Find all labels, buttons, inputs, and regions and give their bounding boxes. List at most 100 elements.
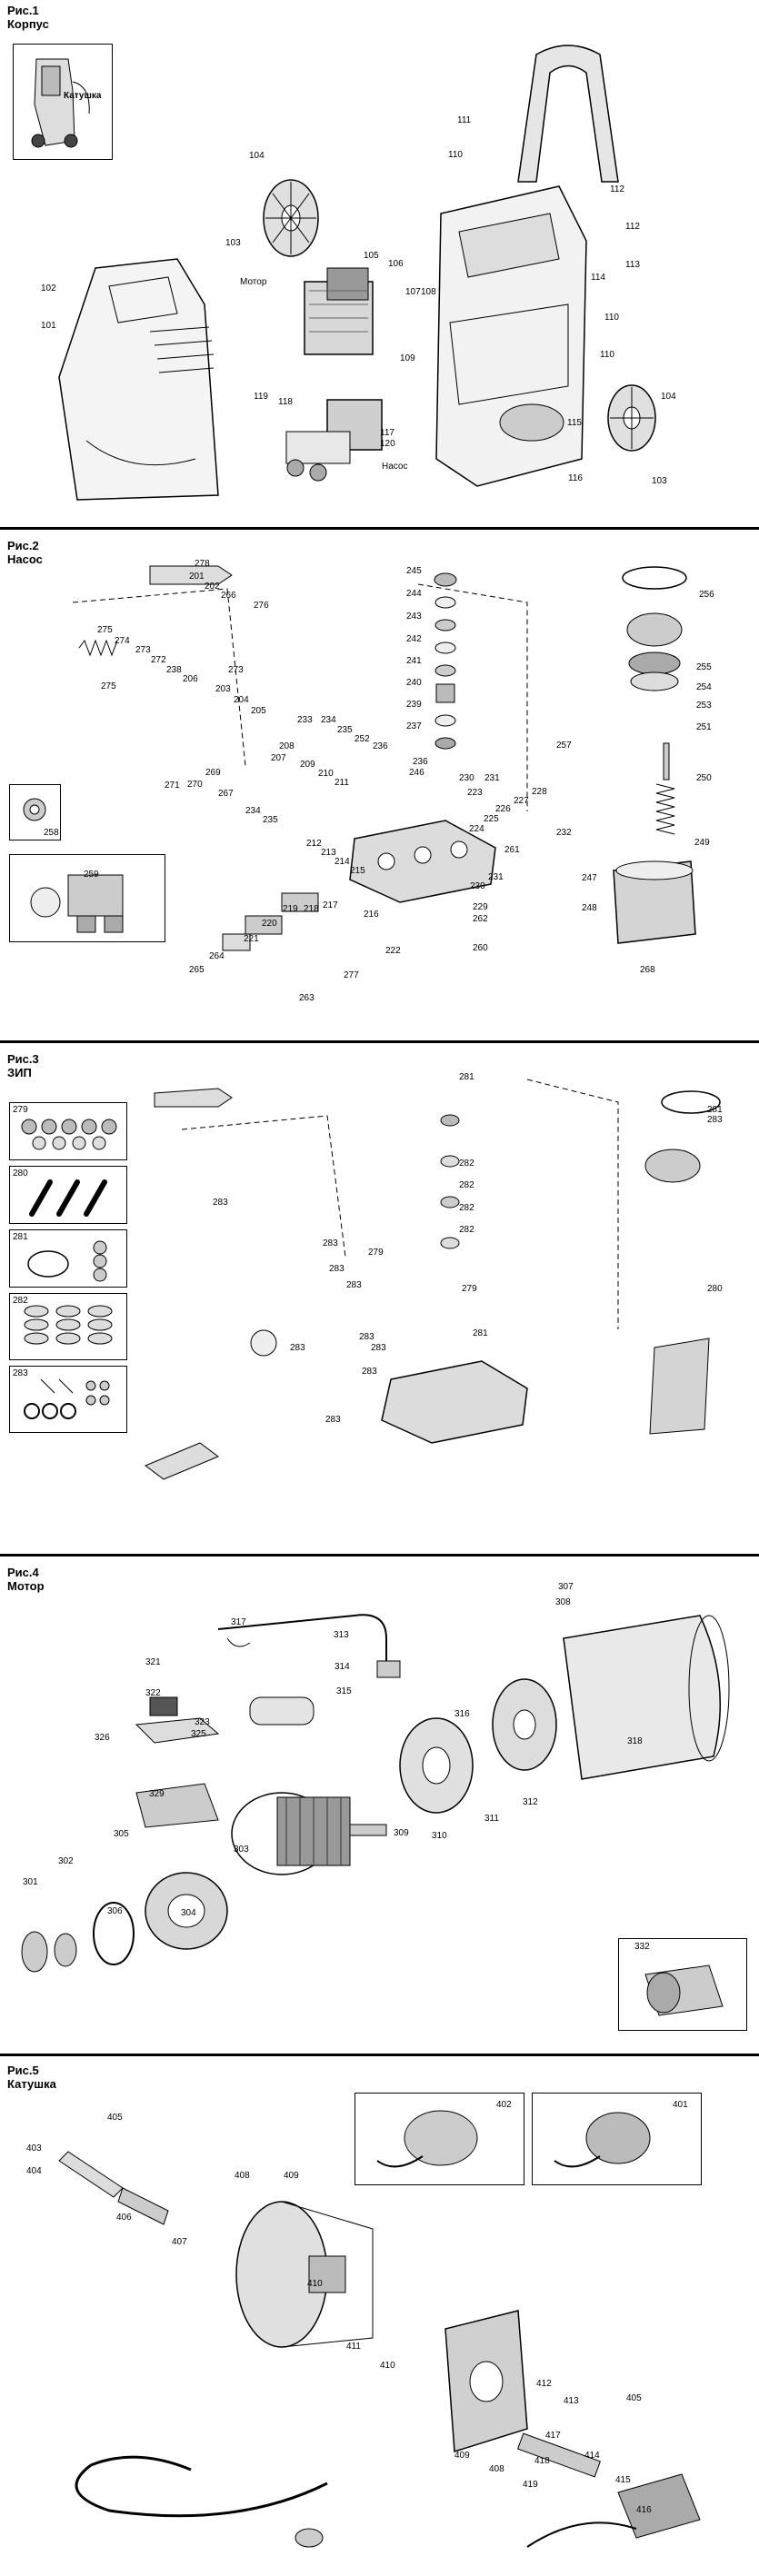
label-107: 107	[405, 287, 421, 297]
fig5-label-403: 403	[26, 2143, 42, 2153]
label-252a: 252	[355, 734, 370, 744]
label-232: 232	[556, 828, 572, 838]
label-113: 113	[625, 260, 640, 270]
figure-1-name: Корпус	[7, 17, 49, 31]
label-258: 258	[44, 828, 59, 838]
label-231b: 231	[488, 872, 504, 882]
pressure-washer-unit-drawing	[18, 50, 105, 154]
fig5-label-405b: 405	[626, 2393, 642, 2403]
fig4-label-307: 307	[558, 1582, 574, 1592]
fig4-label-323: 323	[195, 1717, 210, 1727]
fig4-label-315: 315	[336, 1686, 352, 1696]
label-269: 269	[205, 768, 221, 778]
fig3-label-283e: 283	[290, 1343, 305, 1353]
label-277: 277	[344, 970, 359, 980]
label-204: 204	[234, 695, 249, 705]
kit-281-drawing	[23, 1238, 118, 1282]
label-236b: 236	[413, 757, 428, 767]
fig3-label-281c: 281	[707, 1105, 723, 1115]
divider-2	[0, 1040, 759, 1043]
fig5-label-418: 418	[534, 2456, 550, 2466]
fan-drawing	[486, 1675, 564, 1775]
label-221: 221	[244, 934, 259, 944]
fig4-label-314: 314	[335, 1662, 350, 1672]
fig3-label-281a: 281	[459, 1072, 474, 1082]
fig5-label-401: 401	[673, 2100, 688, 2110]
label-230b: 230	[470, 881, 485, 891]
label-209: 209	[300, 760, 315, 770]
inset-label-reel: Катушка	[64, 91, 102, 101]
label-264: 264	[209, 951, 225, 961]
label-265: 265	[189, 965, 205, 975]
fig3-label-283a: 283	[213, 1198, 228, 1208]
label-241: 241	[406, 656, 422, 666]
label-222: 222	[385, 946, 401, 956]
label-233: 233	[297, 715, 313, 725]
label-motor: Мотор	[240, 277, 267, 287]
shaft-left-drawing	[145, 557, 245, 593]
fig4-label-325: 325	[191, 1729, 206, 1739]
piston-stack-drawing	[427, 566, 464, 775]
fig3-label-282d: 282	[459, 1225, 474, 1235]
fig5-label-404: 404	[26, 2166, 42, 2176]
fig3-label-282a: 282	[459, 1159, 474, 1169]
seal-ring-drawing	[86, 1897, 141, 1970]
fig3-label-281b: 281	[473, 1328, 488, 1338]
label-229: 229	[473, 902, 488, 912]
fig3-label-283b: 283	[323, 1238, 338, 1248]
divider-4	[0, 2054, 759, 2056]
rotor-drawing	[227, 1765, 391, 1893]
label-239: 239	[406, 700, 422, 710]
fig4-label-316: 316	[454, 1709, 470, 1719]
label-219: 219	[283, 904, 298, 914]
motor-housing-fig4-drawing	[545, 1611, 736, 1784]
fig5-label-411: 411	[346, 2342, 361, 2352]
label-206: 206	[183, 674, 198, 684]
fig4-label-332: 332	[634, 1942, 650, 1952]
fig5-label-410b: 410	[380, 2361, 395, 2371]
label-278: 278	[195, 559, 210, 569]
label-276: 276	[254, 601, 269, 611]
label-108: 108	[421, 287, 436, 297]
label-110a: 110	[448, 150, 463, 160]
divider-1	[0, 527, 759, 530]
fig3-label-283f: 283	[359, 1332, 375, 1342]
label-268: 268	[640, 965, 655, 975]
kit-280-drawing	[27, 1178, 118, 1218]
figure-2-pump: Рис.2 Насос 258 259	[0, 530, 759, 1039]
label-214: 214	[335, 857, 350, 867]
label-112b: 112	[625, 222, 640, 232]
label-203: 203	[215, 684, 231, 694]
label-207: 207	[271, 753, 286, 763]
inset-258-drawing	[16, 793, 53, 830]
divider-3	[0, 1554, 759, 1557]
fig5-label-410a: 410	[307, 2279, 323, 2289]
swivel-drawing	[509, 2420, 718, 2556]
fig3-label-279b: 279	[368, 1248, 384, 1258]
motor-housing-drawing	[604, 852, 704, 952]
label-246: 246	[409, 768, 424, 778]
fig3-label-283c: 283	[329, 1264, 345, 1274]
figure-3-name: ЗИП	[7, 1066, 32, 1079]
capacitor-drawing	[245, 1688, 327, 1734]
figure-1-number: Рис.1	[7, 4, 39, 17]
label-205: 205	[251, 706, 266, 716]
fig3-label-279a: 279	[462, 1284, 477, 1294]
label-272: 272	[151, 655, 166, 665]
label-249: 249	[694, 838, 710, 848]
spring-left-drawing	[77, 639, 123, 657]
label-263: 263	[299, 993, 315, 1003]
label-216: 216	[364, 910, 379, 920]
label-248: 248	[582, 903, 597, 913]
label-270: 270	[187, 780, 203, 790]
figure-1-title: Рис.1 Корпус	[7, 4, 49, 31]
label-251: 251	[696, 722, 712, 732]
pump-drawing	[273, 382, 391, 482]
fig4-label-329: 329	[149, 1789, 165, 1799]
label-119: 119	[254, 392, 268, 402]
label-234a: 234	[321, 715, 336, 725]
label-231a: 231	[484, 773, 500, 783]
label-120: 120	[380, 439, 395, 449]
fig4-label-303: 303	[234, 1845, 249, 1855]
fig5-label-415: 415	[615, 2475, 631, 2485]
